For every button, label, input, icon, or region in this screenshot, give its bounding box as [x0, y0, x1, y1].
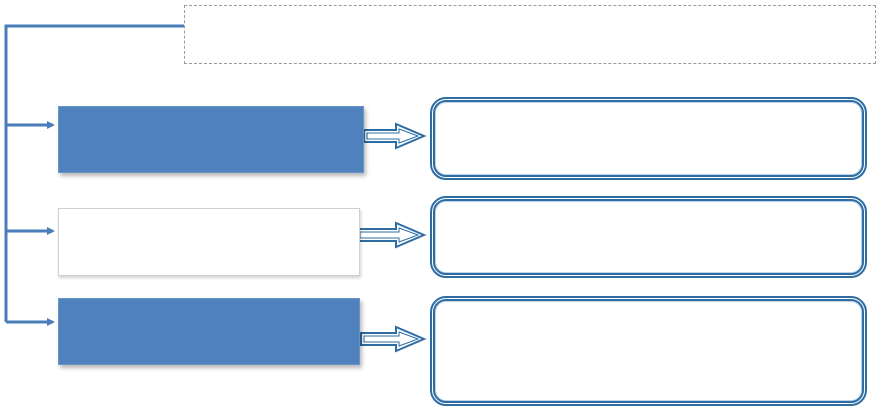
block-arrow-3 [360, 325, 427, 353]
right-box-1 [430, 97, 867, 180]
left-box-3 [58, 298, 360, 365]
block-arrow-2 [356, 221, 427, 249]
trunk-connector [4, 24, 184, 322]
right-box-3 [430, 296, 867, 406]
right-box-2 [430, 196, 867, 278]
header-box [184, 5, 876, 64]
block-arrow-1 [363, 122, 427, 150]
left-box-2 [58, 208, 360, 276]
left-box-1 [58, 106, 364, 173]
